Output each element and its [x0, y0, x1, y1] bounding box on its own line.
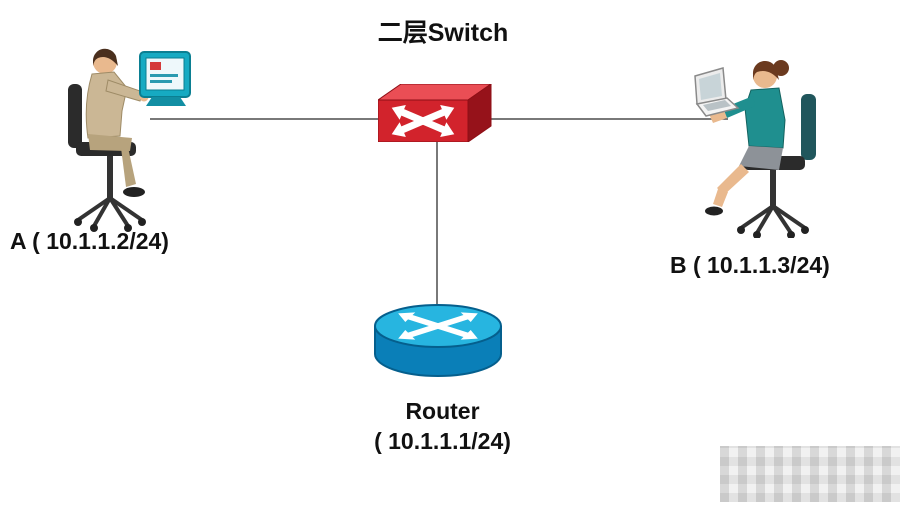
host-b-label: B ( 10.1.1.3/24)	[670, 252, 830, 278]
router-ip-label: ( 10.1.1.1/24)	[374, 428, 511, 454]
diagram-title: 二层Switch	[377, 19, 509, 47]
router-icon	[374, 304, 502, 377]
person-at-desktop-icon	[68, 48, 191, 232]
person-b-body	[705, 60, 789, 216]
laptop-icon	[694, 67, 740, 117]
host-b-figure	[693, 48, 838, 243]
layer2-switch-node	[376, 83, 493, 147]
host-a-label: A ( 10.1.1.2/24)	[10, 228, 169, 254]
router-arrows	[398, 312, 478, 340]
person-a-body	[85, 48, 149, 197]
switch-arrows	[391, 105, 455, 137]
host-a-figure	[48, 36, 193, 241]
watermark	[720, 446, 900, 502]
router-label: Router	[405, 398, 480, 424]
person-with-laptop-icon	[694, 60, 816, 239]
desktop-monitor-icon	[139, 51, 191, 106]
layer2-switch-icon	[376, 83, 493, 143]
router-node	[372, 302, 504, 385]
